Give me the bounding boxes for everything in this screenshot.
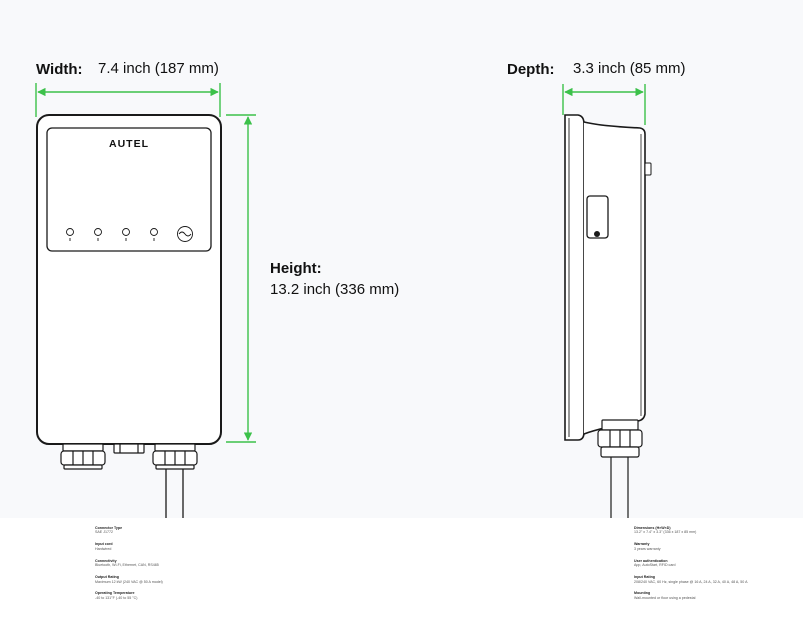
spec-value: SAE J1772 (95, 530, 113, 535)
spec-value: 3 years warranty (634, 546, 661, 551)
side-holster (586, 195, 609, 239)
spec-label: Connectivity (95, 558, 117, 563)
width-label: Width: (36, 61, 83, 78)
spec-value: Bluetooth, Wi-Fi, Ethernet, CAN, RS485 (95, 563, 159, 568)
brand-logo: AUTEL (109, 138, 149, 150)
spec-value: -40 to 131°F (-40 to 55 °C) (95, 595, 138, 600)
depth-label: Depth: (507, 61, 555, 78)
spec-label: Input cord (95, 542, 113, 547)
spec-label: Operating Temperature (95, 591, 135, 596)
spec-value: Hardwired (95, 546, 112, 551)
diagram-svg: Width: 7.4 inch (187 mm) AUTEL (35, 60, 686, 518)
indicator-leds (66, 226, 193, 242)
height-value: 13.2 inch (336 mm) (270, 281, 399, 298)
spec-value: Maximum 12 kW (240 VAC @ 50 A model) (95, 579, 163, 584)
spec-label: User authentication (634, 558, 668, 563)
height-dimension-line (226, 114, 256, 443)
spec-item: Dimensions (H×W×D)13.2" x 7.4" x 3.3" (3… (634, 526, 799, 535)
depth-value: 3.3 inch (85 mm) (573, 60, 686, 77)
spec-label: Output Rating (95, 575, 119, 580)
spec-label: Input Rating (634, 575, 655, 580)
specs-right: Dimensions (H×W×D)13.2" x 7.4" x 3.3" (3… (634, 526, 799, 608)
spec-value: App, AutoStart, RFID card (634, 563, 676, 568)
spec-item: Operating Temperature-40 to 131°F (-40 t… (95, 591, 295, 600)
height-label: Height: (270, 260, 322, 277)
spec-label: Mounting (634, 591, 651, 596)
spec-value: 208/240 VAC, 60 Hz, single phase @ 16 A,… (634, 579, 748, 584)
side-gland (597, 419, 643, 518)
spec-label: Warranty (634, 542, 650, 547)
spec-label: Dimensions (H×W×D) (634, 526, 671, 530)
display-panel (46, 127, 212, 252)
spec-value: Wall-mounted or floor using a pedestal (634, 595, 696, 600)
width-dimension-line (35, 83, 221, 117)
cable (165, 469, 184, 518)
spec-label: Connector Type (95, 526, 123, 530)
spec-value: 13.2" x 7.4" x 3.3" (336 x 187 x 85 mm) (634, 530, 697, 535)
cable-glands (60, 443, 198, 470)
charger-front-view (36, 114, 222, 445)
charger-side-view (564, 114, 652, 441)
depth-dimension-line (562, 84, 646, 125)
width-value: 7.4 inch (187 mm) (98, 60, 219, 77)
dimension-drawing: Width: 7.4 inch (187 mm) AUTEL (35, 60, 686, 518)
